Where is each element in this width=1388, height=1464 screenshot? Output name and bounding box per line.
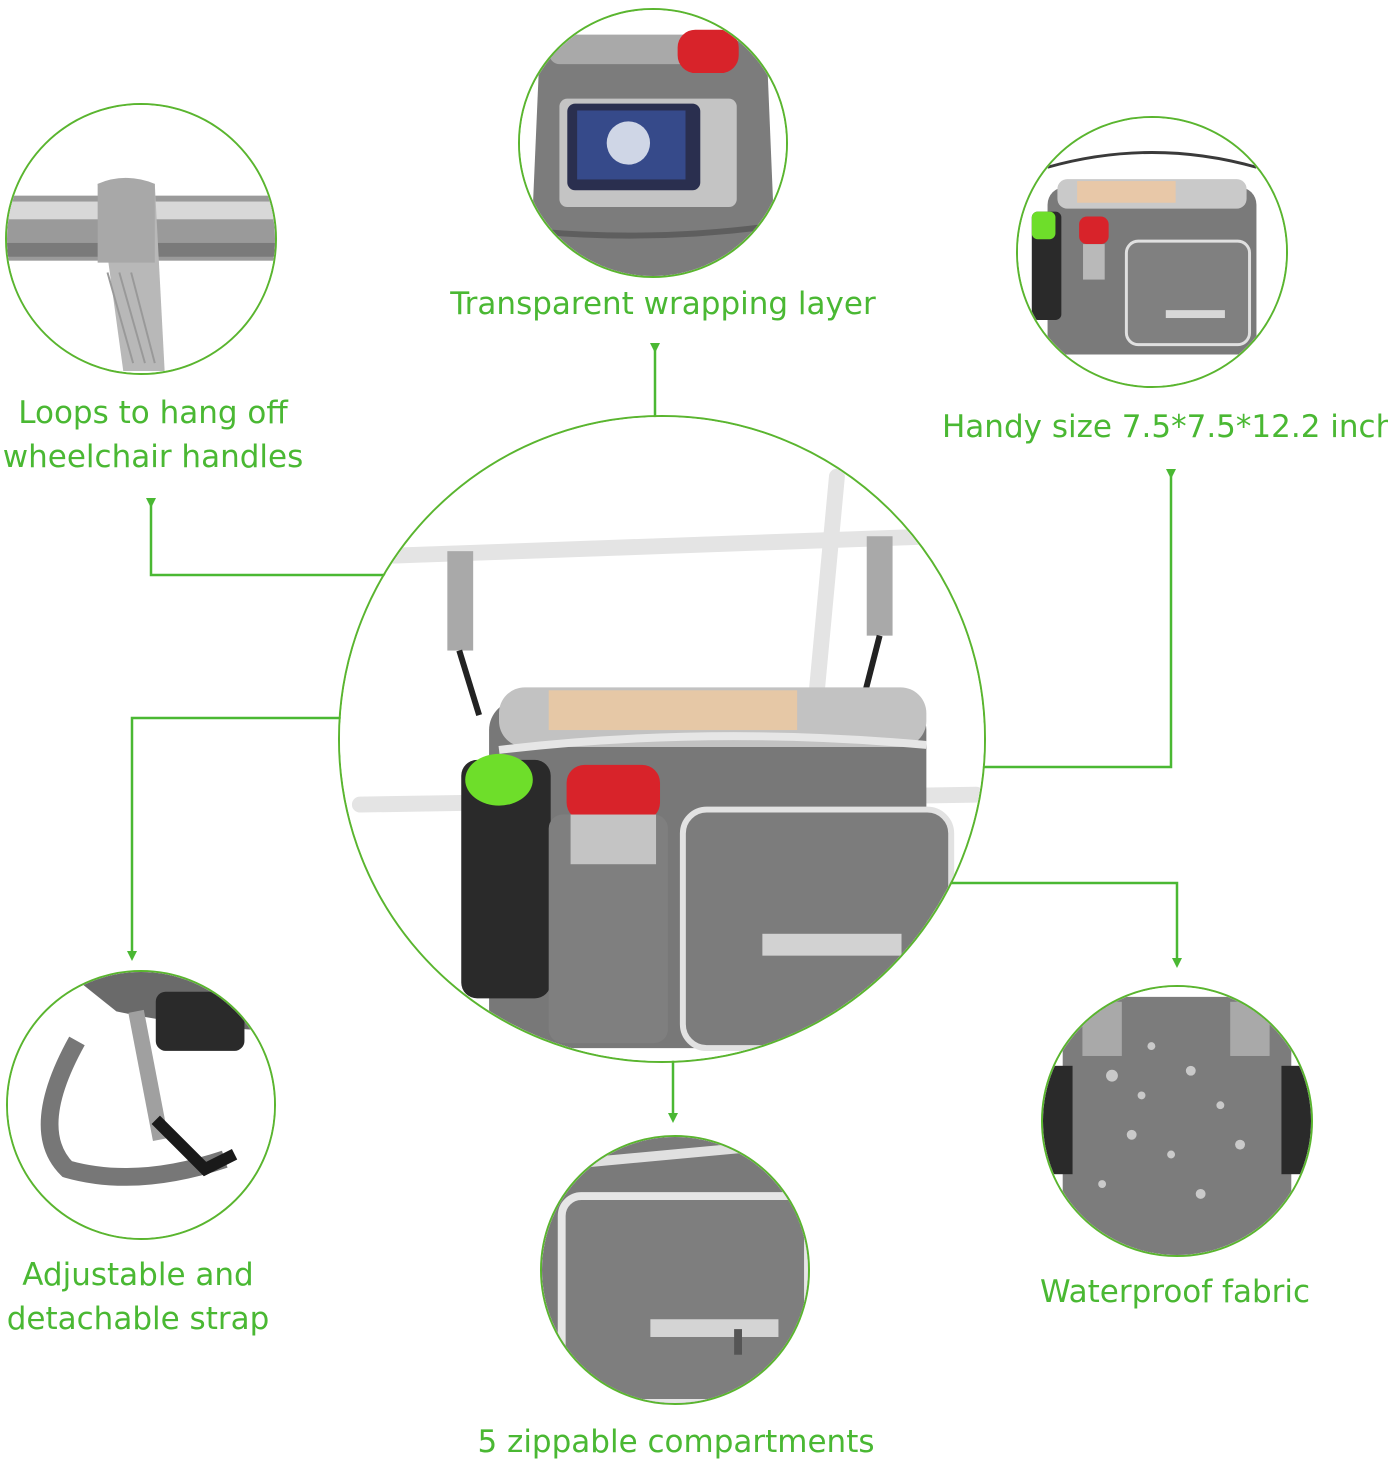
compartments-circle	[540, 1135, 810, 1405]
waterproof-circle	[1041, 985, 1313, 1257]
transparent-layer-label: Transparent wrapping layer	[450, 286, 876, 322]
strap-detail-circle	[6, 970, 276, 1240]
loops-label-line2: wheelchair handles	[2, 439, 304, 475]
handy-size-circle	[1016, 116, 1288, 388]
main-product-circle	[338, 415, 986, 1063]
strap-label-line2: detachable strap	[6, 1301, 270, 1337]
strap-label-line1: Adjustable and	[22, 1257, 254, 1293]
loops-label-line1: Loops to hang off	[18, 395, 288, 431]
transparent-layer-circle	[518, 8, 788, 278]
strap-label: Adjustable and detachable strap	[0, 1253, 276, 1341]
waterproof-label: Waterproof fabric	[1039, 1274, 1311, 1310]
compartments-label: 5 zippable compartments	[477, 1424, 875, 1460]
handy-size-label: Handy size 7.5*7.5*12.2 inch	[942, 409, 1388, 445]
loops-detail-circle	[5, 103, 277, 375]
loops-label: Loops to hang off wheelchair handles	[0, 391, 306, 479]
